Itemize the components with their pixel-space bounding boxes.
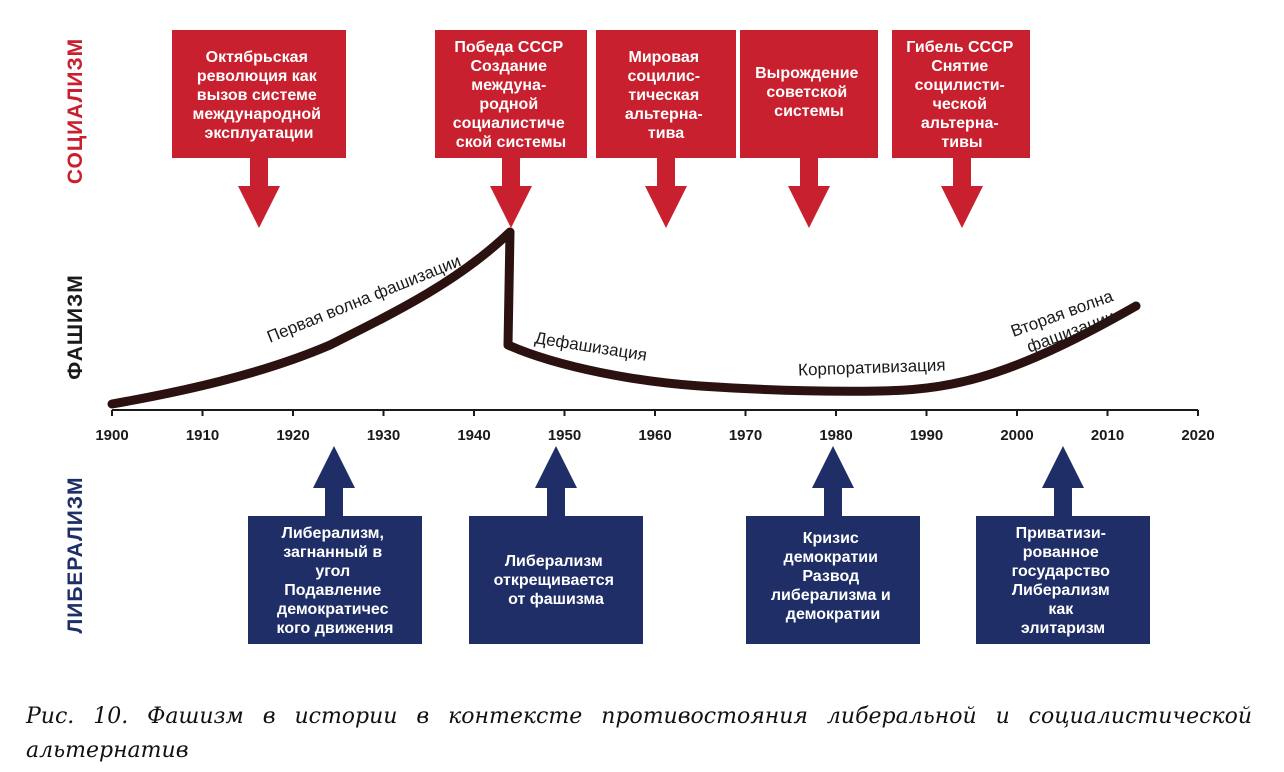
axis-tick-label: 1940: [457, 427, 490, 444]
axis-tick-label: 2010: [1091, 427, 1124, 444]
liberalism-event-democracy-crisis: Кризис демократии Развод либерализма и д…: [746, 446, 920, 644]
axis-tick-label: 2000: [1000, 427, 1033, 444]
event-text: Приватизи- рованное государство Либерали…: [1012, 525, 1115, 637]
event-text: Гибель СССР Снятие социлисти- ческой аль…: [906, 39, 1018, 151]
socialism-events: Октябрьская революция как вызов системе …: [172, 30, 1030, 228]
second-wave-label: Вторая волна фашизации: [1008, 285, 1127, 360]
liberalism-event-disavows-fascism: Либерализм открещивается от фашизма: [469, 446, 643, 644]
event-box: [248, 516, 422, 644]
axis-tick-label: 1980: [819, 427, 852, 444]
down-arrow: [490, 158, 532, 228]
corporativization-label: Корпоративизация: [798, 355, 946, 379]
event-box: [469, 516, 643, 644]
event-text: Либерализм открещивается от фашизма: [494, 553, 619, 608]
axis-tick-label: 1970: [729, 427, 762, 444]
axis-tick-label: 1930: [367, 427, 400, 444]
liberalism-events: Либерализм, загнанный в угол Подавление …: [248, 446, 1150, 644]
up-arrow: [1042, 446, 1084, 516]
event-box: [892, 30, 1030, 158]
event-box: [746, 516, 920, 644]
event-text: Либерализм, загнанный в угол Подавление …: [277, 525, 394, 637]
fascism-curve: Первая волна фашизации Дефашизация Корпо…: [107, 227, 1141, 409]
liberalism-side-label: ЛИБЕРАЛИЗМ: [64, 477, 87, 634]
event-box: [740, 30, 878, 158]
axis-tick-label: 1950: [548, 427, 581, 444]
liberalism-event-cornered: Либерализм, загнанный в угол Подавление …: [248, 446, 422, 644]
socialism-event-world-alternative: Мировая социлис- тическая альтерна- тива: [596, 30, 736, 228]
down-arrow: [941, 158, 983, 228]
event-box: [435, 30, 587, 158]
event-text: Вырождение советской системы: [755, 65, 863, 120]
event-text: Кризис демократии Развод либерализма и д…: [771, 530, 895, 623]
event-text: Победа СССР Создание междуна- родной соц…: [453, 39, 569, 151]
event-box: [172, 30, 346, 158]
liberalism-event-privatized-state: Приватизи- рованное государство Либерали…: [976, 446, 1150, 644]
event-box: [976, 516, 1150, 644]
figure-caption: Рис. 10. Фашизм в истории в контексте пр…: [26, 704, 1252, 763]
axis-tick-label: 1960: [638, 427, 671, 444]
event-box: [596, 30, 736, 158]
axis-ticks: 1900 1910 1920 1930 1940 1950 1960 1970 1980 1990…: [95, 410, 1215, 444]
up-arrow: [313, 446, 355, 516]
socialism-event-ussr-collapse: Гибель СССР Снятие социлисти- ческой аль…: [892, 30, 1030, 228]
socialism-side-label: СОЦИАЛИЗМ: [64, 38, 87, 184]
socialism-event-degeneration: Вырождение советской системы: [740, 30, 878, 228]
down-arrow: [238, 158, 280, 228]
socialism-event-ussr-victory: Победа СССР Создание междуна- родной соц…: [435, 30, 587, 228]
fascism-side-label: ФАШИЗМ: [64, 274, 87, 379]
up-arrow: [812, 446, 854, 516]
timeline-axis: 1900 1910 1920 1930 1940 1950 1960 1970 1980 1990…: [95, 409, 1215, 444]
event-text: Октябрьская революция как вызов системе …: [193, 49, 326, 142]
axis-tick-label: 1990: [910, 427, 943, 444]
axis-tick-label: 1910: [186, 427, 219, 444]
axis-tick-label: 1920: [276, 427, 309, 444]
down-arrow: [645, 158, 687, 228]
event-text: Мировая социлис- тическая альтерна- тива: [625, 49, 707, 142]
axis-tick-label: 1900: [95, 427, 128, 444]
up-arrow: [535, 446, 577, 516]
socialism-event-october-revolution: Октябрьская революция как вызов системе …: [172, 30, 346, 228]
fascism-history-diagram: СОЦИАЛИЗМ ФАШИЗМ ЛИБЕРАЛИЗМ Октябрьская …: [64, 30, 1215, 644]
axis-tick-label: 2020: [1181, 427, 1214, 444]
fascism-wave-line: [107, 227, 1141, 409]
down-arrow: [788, 158, 830, 228]
